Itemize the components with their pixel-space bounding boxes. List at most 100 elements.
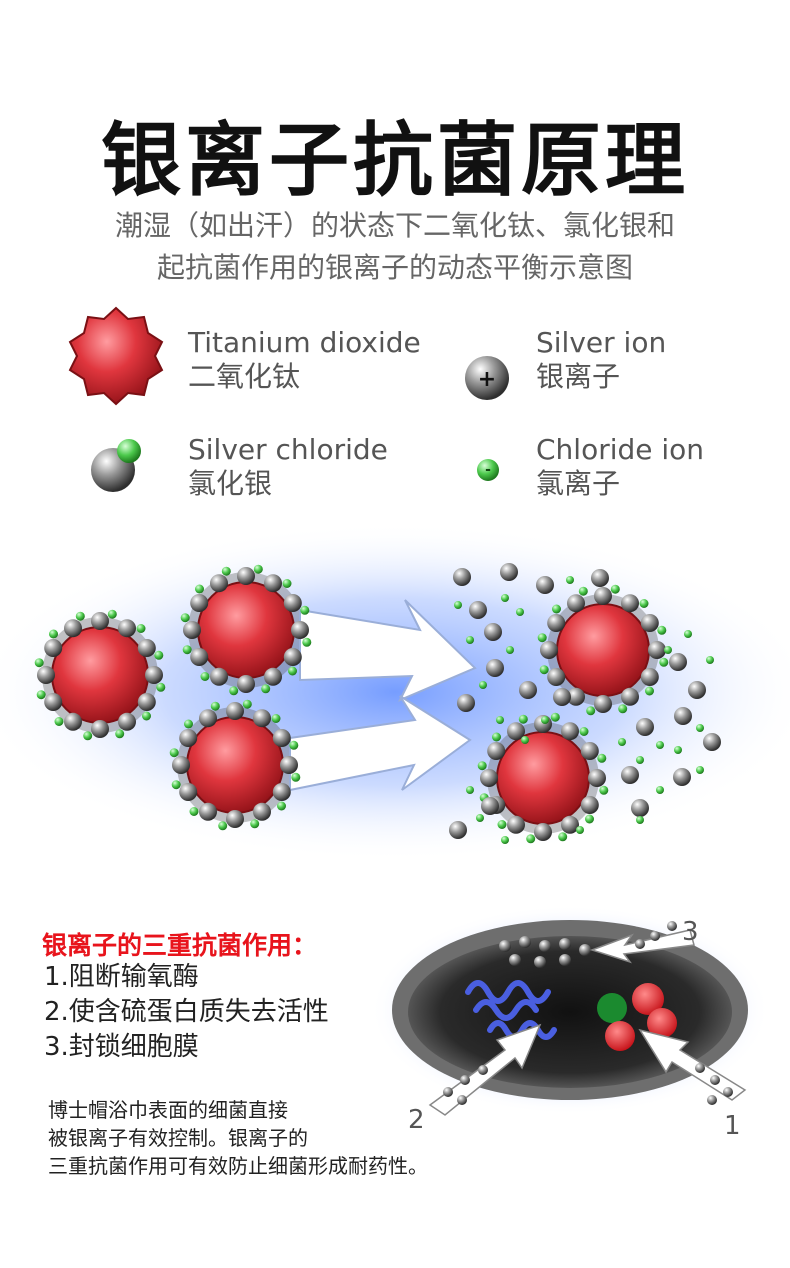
chloride-particle bbox=[243, 700, 252, 709]
chloride-particle bbox=[277, 802, 286, 811]
chloride-ion-particle bbox=[706, 656, 714, 664]
silver-chloride-particle bbox=[273, 729, 291, 747]
chloride-ion-particle bbox=[454, 601, 462, 609]
silver-chloride-particle bbox=[561, 722, 579, 740]
silver-chloride-particle bbox=[91, 720, 109, 738]
silver-chloride-particle bbox=[540, 641, 558, 659]
silver-chloride-particle bbox=[534, 823, 552, 841]
chloride-particle bbox=[211, 702, 220, 711]
silver-chloride-particle bbox=[138, 639, 156, 657]
silver-chloride-particle bbox=[118, 713, 136, 731]
cluster-left-2 bbox=[188, 572, 304, 688]
chloride-particle bbox=[142, 712, 151, 721]
silver-ion-icon: + bbox=[465, 356, 509, 400]
silver-chloride-particle bbox=[199, 709, 217, 727]
chloride-particle bbox=[218, 821, 227, 830]
silver-chloride-particle bbox=[253, 709, 271, 727]
chloride-ion-particle bbox=[664, 646, 672, 654]
chloride-ion-particle bbox=[656, 741, 664, 749]
silver-ion-particle bbox=[481, 797, 499, 815]
chloride-ion-icon: - bbox=[477, 459, 499, 481]
silver-chloride-particle bbox=[226, 810, 244, 828]
chloride-ion-particle bbox=[501, 836, 509, 844]
chloride-particle bbox=[492, 733, 501, 742]
silver-chloride-icon bbox=[91, 439, 141, 492]
silver-chloride-particle bbox=[594, 695, 612, 713]
silver-chloride-particle bbox=[138, 693, 156, 711]
chloride-ion-particle bbox=[501, 594, 509, 602]
silver-chloride-particle bbox=[210, 574, 228, 592]
chloride-particle bbox=[76, 612, 85, 621]
silver-ion-particle bbox=[636, 718, 654, 736]
silver-ion-particle bbox=[669, 653, 687, 671]
list-item: 2.使含硫蛋白质失去活性 bbox=[44, 995, 329, 1030]
silver-ion-particle bbox=[457, 694, 475, 712]
silver-chloride-particle bbox=[179, 729, 197, 747]
chloride-ion-particle bbox=[466, 786, 474, 794]
chloride-particle bbox=[618, 704, 627, 713]
chloride-particle bbox=[552, 605, 561, 614]
chloride-ion-particle bbox=[656, 786, 664, 794]
chloride-particle bbox=[229, 686, 238, 695]
chloride-particle bbox=[183, 645, 192, 654]
silver-chloride-particle bbox=[179, 783, 197, 801]
chloride-ion-particle bbox=[696, 766, 704, 774]
chloride-particle bbox=[302, 638, 311, 647]
description-text: 博士帽浴巾表面的细菌直接 被银离子有效控制。银离子的 三重抗菌作用可有效防止细菌… bbox=[48, 1096, 428, 1180]
description-line: 三重抗菌作用可有效防止细菌形成耐药性。 bbox=[48, 1152, 428, 1180]
chloride-particle bbox=[49, 630, 58, 639]
silver-chloride-particle bbox=[588, 769, 606, 787]
description-line: 博士帽浴巾表面的细菌直接 bbox=[48, 1096, 428, 1124]
chloride-particle bbox=[289, 741, 298, 750]
chloride-ion-particle bbox=[496, 716, 504, 724]
chloride-particle bbox=[599, 786, 608, 795]
silver-chloride-particle bbox=[648, 641, 666, 659]
chloride-particle bbox=[640, 599, 649, 608]
silver-chloride-particle bbox=[280, 756, 298, 774]
silver-ion-particle bbox=[453, 568, 471, 586]
silver-chloride-particle bbox=[641, 614, 659, 632]
silver-chloride-particle bbox=[487, 742, 505, 760]
silver-ion-particle bbox=[674, 707, 692, 725]
chloride-particle bbox=[519, 715, 528, 724]
silver-ion-particle bbox=[536, 576, 554, 594]
chloride-particle bbox=[83, 731, 92, 740]
silver-ion-particle bbox=[591, 569, 609, 587]
chloride-ion-particle bbox=[566, 576, 574, 584]
chloride-particle bbox=[540, 665, 549, 674]
triple-action-heading: 银离子的三重抗菌作用： bbox=[42, 926, 317, 962]
silver-chloride-particle bbox=[44, 693, 62, 711]
chloride-particle bbox=[551, 713, 560, 722]
titanium-dioxide-icon bbox=[70, 308, 162, 404]
silver-chloride-particle bbox=[284, 648, 302, 666]
chloride-particle bbox=[291, 773, 300, 782]
bacterium-illustration: 3 2 1 bbox=[370, 905, 770, 1141]
marker-1: 1 bbox=[724, 1111, 741, 1141]
silver-chloride-particle bbox=[480, 769, 498, 787]
chloride-particle bbox=[288, 667, 297, 676]
chloride-particle bbox=[184, 720, 193, 729]
chloride-particle bbox=[538, 633, 547, 642]
silver-chloride-particle bbox=[210, 668, 228, 686]
silver-ion-particle bbox=[673, 768, 691, 786]
silver-chloride-particle bbox=[145, 666, 163, 684]
silver-chloride-particle bbox=[237, 567, 255, 585]
silver-chloride-particle bbox=[64, 619, 82, 637]
chloride-particle bbox=[526, 834, 535, 843]
chloride-particle bbox=[190, 807, 199, 816]
silver-chloride-particle bbox=[567, 594, 585, 612]
silver-chloride-particle bbox=[581, 796, 599, 814]
silver-chloride-particle bbox=[44, 639, 62, 657]
chloride-ion-particle bbox=[636, 816, 644, 824]
silver-chloride-particle bbox=[581, 742, 599, 760]
chloride-ion-particle bbox=[479, 681, 487, 689]
svg-text:-: - bbox=[485, 462, 491, 478]
silver-ion-particle bbox=[621, 766, 639, 784]
triple-action-list: 1.阻断输氧酶 2.使含硫蛋白质失去活性 3.封锁细胞膜 bbox=[44, 960, 329, 1065]
silver-ion-particle bbox=[484, 623, 502, 641]
silver-chloride-particle bbox=[64, 713, 82, 731]
chloride-ion-particle bbox=[696, 724, 704, 732]
cluster-right-2 bbox=[487, 722, 599, 834]
silver-ion-particle bbox=[449, 821, 467, 839]
chloride-particle bbox=[645, 687, 654, 696]
